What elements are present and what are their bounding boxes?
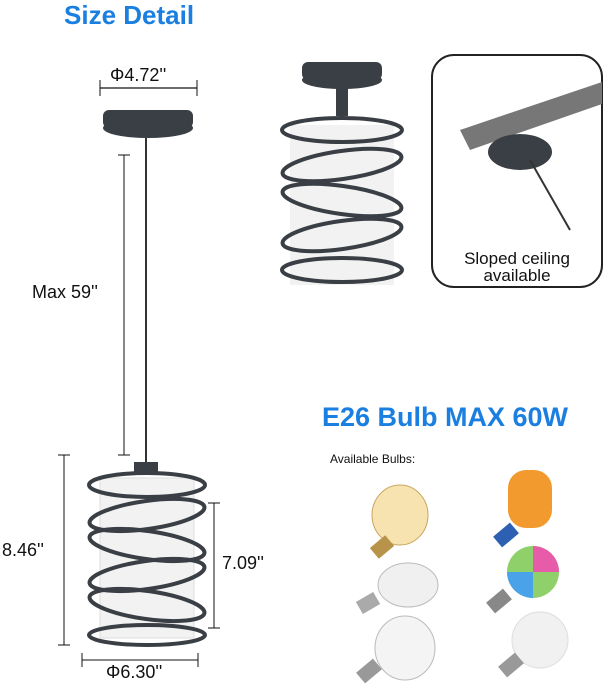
total-height-label: 8.46'' (2, 540, 44, 560)
shade-height-label: 7.09'' (222, 553, 264, 573)
sloped-line-1: Sloped ceiling (464, 249, 570, 268)
led-filament-bulb-icon (356, 615, 436, 684)
available-bulbs-label: Available Bulbs: (330, 452, 416, 466)
spiral-cfl-bulb-icon (355, 562, 439, 615)
canopy-diameter-label: Φ4.72'' (110, 65, 167, 85)
bulb-grid (355, 470, 569, 684)
shade-diameter-label: Φ6.30'' (106, 662, 163, 682)
rgb-bulb-icon (486, 546, 559, 614)
cord-length-label: Max 59'' (32, 282, 98, 302)
sloped-ceiling-inset (431, 54, 603, 288)
sloped-line-2: available (483, 266, 551, 285)
flame-bulb-icon (493, 470, 552, 548)
semi-flush-lamp-drawing (280, 62, 404, 285)
led-a19-bulb-icon (498, 611, 569, 678)
bulb-spec-title: E26 Bulb MAX 60W (322, 402, 569, 432)
pendant-lamp-drawing (58, 80, 220, 667)
edison-bulb-icon (369, 484, 429, 559)
sloped-ceiling-caption: Sloped ceiling available (432, 250, 602, 284)
page-title: Size Detail (64, 0, 195, 30)
